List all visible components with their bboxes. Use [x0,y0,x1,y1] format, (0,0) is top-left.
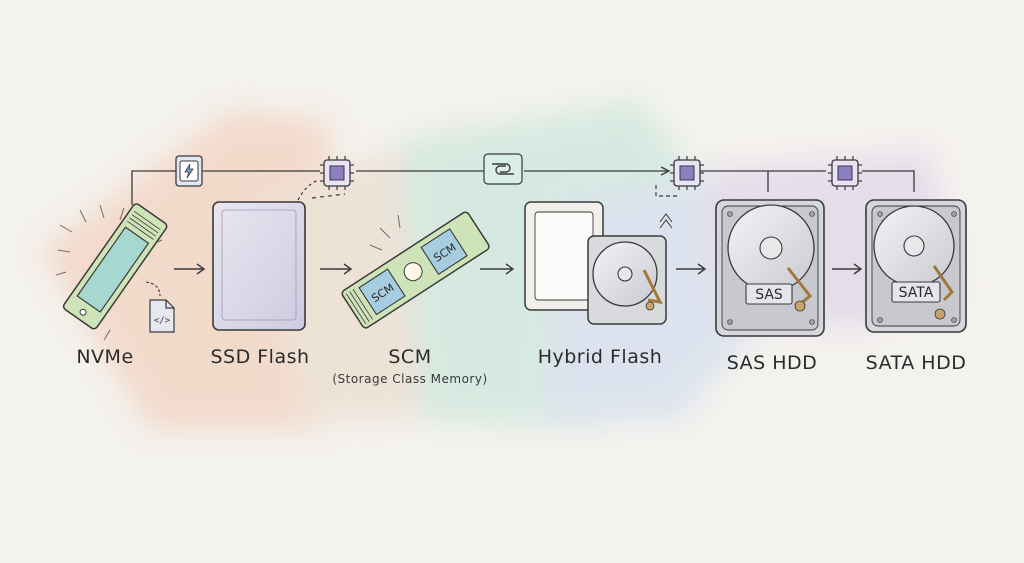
chip-icon [670,156,704,190]
chip-icon [828,156,862,190]
arrow-right-icon [832,263,863,275]
curved-arrow-icon [297,179,319,201]
chip-icon [320,156,354,190]
stage-label-sas-hdd: SAS HDD [726,352,818,374]
nvme-drive-icon [55,203,168,341]
top-bus-line [131,166,915,205]
sata-plate-label: SATA [899,285,934,301]
sata-hdd-icon: SATA [865,199,967,333]
sas-plate-label: SAS [755,287,783,303]
arrow-right-icon [174,263,206,275]
sas-hdd-icon: SAS [715,199,825,337]
stage-label-scm: SCM [388,346,432,368]
svg-text:</>: </> [154,316,171,326]
stage-label-ssd-flash: SSD Flash [210,346,310,368]
stage-label-sata-hdd: SATA HDD [865,352,967,374]
dashed-line [655,185,680,197]
arrow-right-icon [480,263,515,275]
scm-module-icon: SCM SCM [341,211,490,329]
stage-label-nvme: NVMe [76,346,134,368]
lightning-card-icon [175,155,203,187]
code-file-icon: </> [149,299,175,333]
arrow-right-icon [676,263,707,275]
up-arrow-icon [659,213,673,229]
ssd-flash-drive-icon [212,201,306,331]
dashed-line [311,193,346,199]
stage-sublabel-scm: (Storage Class Memory) [332,372,488,386]
curved-arrow-icon [145,281,161,297]
arrow-right-icon [320,263,353,275]
hybrid-flash-icon [524,201,667,325]
link-icon [483,153,523,185]
stage-label-hybrid-flash: Hybrid Flash [537,346,663,368]
